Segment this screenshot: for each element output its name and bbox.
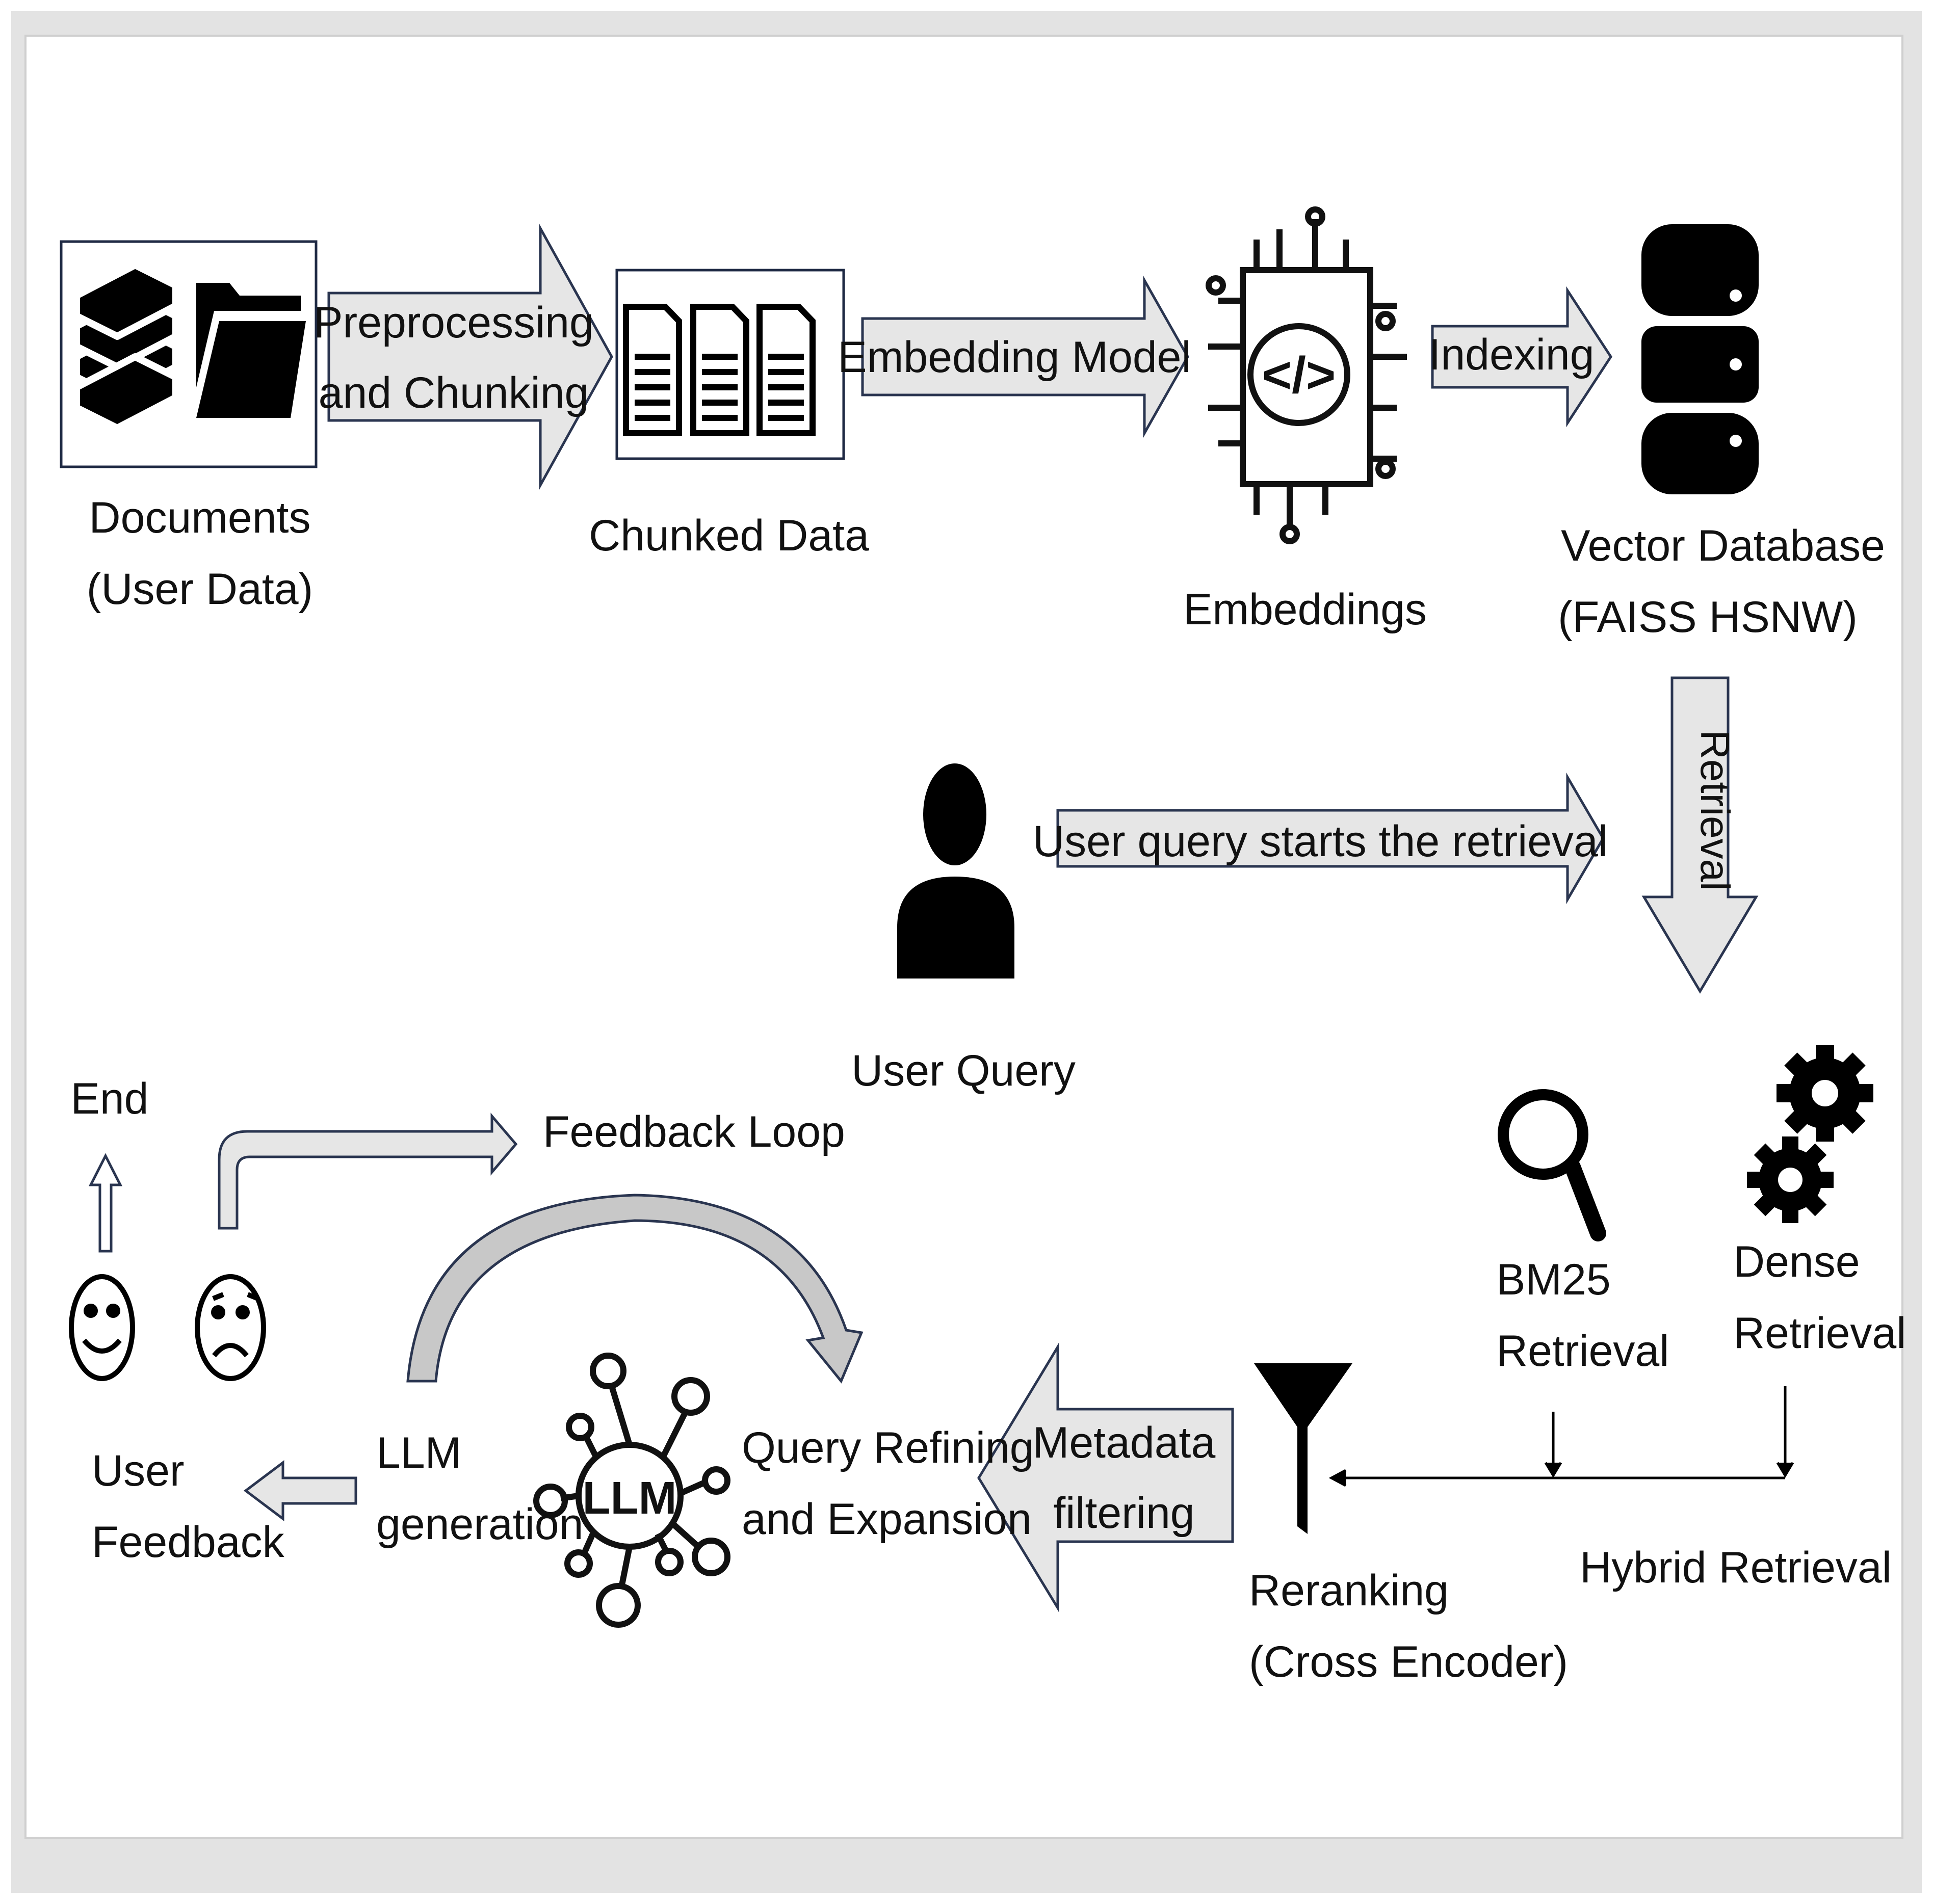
documents-label-2: (User Data) bbox=[87, 565, 313, 614]
embeddings-label: Embeddings bbox=[1183, 585, 1427, 634]
indexing-arrow: Indexing bbox=[1428, 286, 1612, 428]
dense-label-1: Dense bbox=[1733, 1237, 1860, 1286]
end-arrow bbox=[88, 1153, 123, 1253]
metadata-filtering-arrow: Metadata filtering bbox=[977, 1342, 1234, 1612]
documents-label-1: Documents bbox=[89, 493, 311, 542]
books-icon bbox=[73, 261, 179, 432]
llm-network-icon bbox=[533, 1353, 730, 1628]
chunked-data-label: Chunked Data bbox=[589, 511, 869, 560]
indexing-label: Indexing bbox=[1428, 330, 1594, 379]
feedback-loop-arrow bbox=[218, 1113, 518, 1230]
feedback-arc-arrow bbox=[406, 1194, 864, 1384]
preprocessing-label-2: and Chunking bbox=[319, 368, 589, 417]
llm-generation-label-2: generation bbox=[376, 1500, 583, 1549]
user-icon bbox=[897, 763, 1014, 979]
gears-icon bbox=[1747, 1045, 1873, 1223]
magnifier-icon bbox=[1498, 1089, 1606, 1241]
feedback-loop-label: Feedback Loop bbox=[543, 1107, 845, 1156]
bm25-label-1: BM25 bbox=[1496, 1255, 1611, 1304]
bm25-label-2: Retrieval bbox=[1496, 1327, 1669, 1376]
vector-db-label-2: (FAISS HSNW) bbox=[1558, 593, 1858, 642]
retrieval-label: Retrieval bbox=[1692, 730, 1738, 891]
document-lines bbox=[635, 354, 804, 421]
user-feedback-label-2: Feedback bbox=[92, 1518, 285, 1567]
reranking-label-2: (Cross Encoder) bbox=[1249, 1637, 1568, 1686]
chip-icon bbox=[1206, 206, 1407, 544]
preprocessing-label-1: Preprocessing bbox=[314, 298, 594, 347]
embedding-model-label: Embedding Model bbox=[838, 333, 1191, 382]
vector-db-label-1: Vector Database bbox=[1561, 521, 1885, 570]
dense-label-2: Retrieval bbox=[1733, 1309, 1906, 1358]
funnel-icon bbox=[1254, 1363, 1352, 1534]
metadata-label-2: filtering bbox=[1053, 1489, 1194, 1538]
user-query-arrow-label: User query starts the retrieval bbox=[1033, 817, 1608, 866]
preprocessing-arrow: Preprocessing and Chunking bbox=[314, 223, 613, 490]
query-refining-label-1: Query Refining bbox=[742, 1423, 1034, 1472]
hybrid-retrieval-label: Hybrid Retrieval bbox=[1580, 1543, 1892, 1592]
user-feedback-label-1: User bbox=[92, 1446, 185, 1495]
smiley-happy-icon bbox=[69, 1274, 135, 1381]
llm-badge: LLM bbox=[583, 1473, 677, 1524]
query-refining-label-2: and Expansion bbox=[742, 1495, 1032, 1544]
to-user-feedback-arrow bbox=[243, 1460, 357, 1522]
user-query-label: User Query bbox=[851, 1046, 1076, 1095]
retrieval-arrow: Retrieval bbox=[1641, 676, 1759, 994]
embedding-model-arrow: Embedding Model bbox=[838, 275, 1191, 438]
database-icon bbox=[1641, 224, 1759, 494]
end-label: End bbox=[70, 1074, 148, 1123]
reranking-label-1: Reranking bbox=[1249, 1566, 1449, 1615]
llm-generation-label-1: LLM bbox=[376, 1429, 461, 1477]
folder-icon bbox=[196, 283, 306, 418]
smiley-sad-icon bbox=[195, 1274, 266, 1381]
code-glyph: </> bbox=[1262, 347, 1336, 404]
user-query-arrow: User query starts the retrieval bbox=[1033, 772, 1608, 905]
hybrid-connector bbox=[1328, 1386, 1794, 1487]
metadata-label-1: Metadata bbox=[1033, 1418, 1216, 1467]
